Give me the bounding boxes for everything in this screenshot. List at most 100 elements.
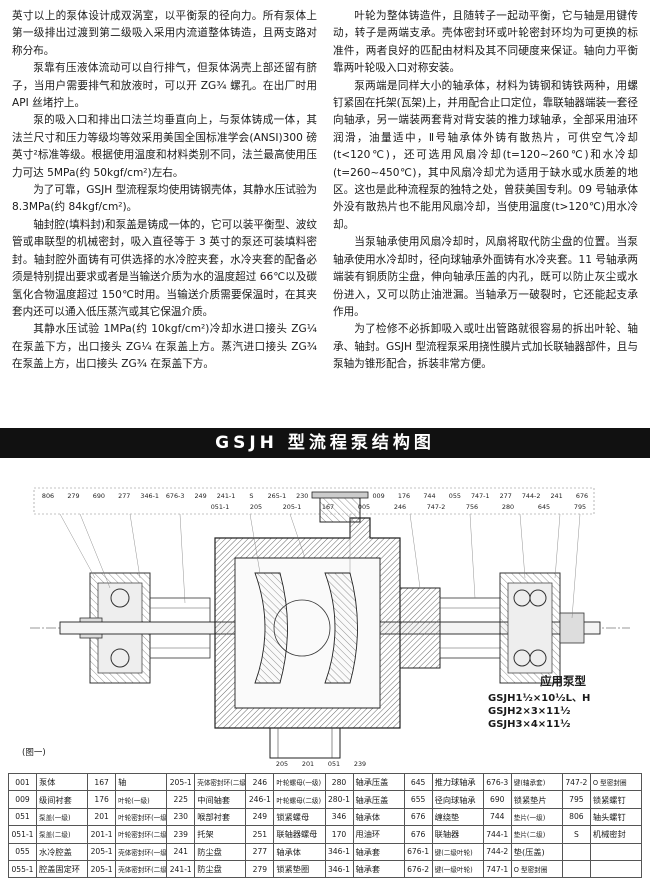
part-number: 205-1 [166, 772, 196, 792]
applicable-model: GSJH1¹⁄₂×10¹⁄₂L、H [488, 693, 591, 704]
part-name: 托架 [194, 825, 247, 844]
paragraph: 叶轮为整体铸造件，且随转子一起动平衡，它与轴是用键传动，转子是两端支承。壳体密封… [333, 10, 638, 75]
part-name: 壳体密封环(二级) [194, 772, 247, 792]
part-name: 叶轮密封环(一级) [115, 807, 168, 827]
paragraph: 轴封腔(填料封)和泵盖是铸成一体的，它可以装平衡型、波纹管或串联型的机械密封，吸… [12, 218, 317, 318]
part-name: 壳体密封环(一级) [115, 842, 168, 861]
part-number: 170 [324, 825, 354, 844]
part-number: 201-1 [87, 825, 117, 844]
part-callout: 241 [550, 492, 562, 500]
part-callout: 756 [466, 503, 478, 511]
part-number: 346-1 [324, 859, 354, 879]
body-text: 英寸以上的泵体设计成双涡室，以平衡泵的径向力。所有泵体上第一级排出过渡到第二级吸… [12, 8, 638, 418]
applicable-model: GSJH3×4×11¹⁄₂ [488, 719, 571, 730]
part-name: 机械密封 [589, 825, 643, 844]
part-number: 055-1 [8, 859, 37, 879]
part-number: 230 [166, 807, 196, 827]
part-number: 279 [245, 859, 275, 879]
part-number: 690 [482, 790, 512, 809]
part-number: 241 [166, 842, 196, 861]
part-name: 水冷腔盖 [35, 842, 89, 861]
part-callout: 055 [449, 492, 461, 500]
part-name: 缠绕垫 [431, 807, 484, 827]
part-callout: 009 [372, 492, 384, 500]
part-callout: 645 [538, 503, 550, 511]
part-name: 径向球轴承 [431, 790, 484, 809]
part-callout: 277 [500, 492, 512, 500]
part-number: 747-2 [561, 772, 591, 792]
part-callout: S [249, 492, 253, 500]
part-name: 甩油环 [352, 825, 405, 844]
part-name: 轴承体 [273, 842, 326, 861]
part-callout: 806 [42, 492, 54, 500]
part-number: S [561, 825, 591, 844]
part-name: 联轴器 [431, 825, 484, 844]
part-callout: 280 [502, 503, 514, 511]
part-name: O 型密封圈 [589, 772, 643, 792]
part-name: 泵体 [35, 772, 89, 792]
part-name: 轴承压盖 [352, 790, 405, 809]
part-name: 泵盖(一级) [35, 807, 89, 827]
part-number: 280 [324, 772, 354, 792]
part-number: 205-1 [87, 859, 117, 879]
part-callout: 795 [574, 503, 586, 511]
part-name: 叶轮螺母(二级) [273, 790, 326, 809]
part-callout: 676 [576, 492, 588, 500]
part-number: 676-1 [403, 842, 433, 861]
part-name: 防尘盘 [194, 842, 247, 861]
part-number: 744-1 [482, 825, 512, 844]
part-name: 推力球轴承 [431, 772, 484, 792]
figure-title: GSJH 型流程泵结构图 [0, 428, 650, 458]
part-callout: 239 [354, 760, 366, 768]
part-callout: 744 [423, 492, 435, 500]
part-number: 225 [166, 790, 196, 809]
part-number: 747-1 [482, 859, 512, 879]
part-name: 键(二级叶轮) [431, 842, 484, 861]
part-number: 167 [87, 772, 117, 792]
part-callout: 176 [398, 492, 410, 500]
part-callout: 230 [296, 492, 308, 500]
part-number: 744-2 [482, 842, 512, 861]
part-name: 锁紧垫圈 [273, 859, 326, 879]
part-name: 联轴器螺母 [273, 825, 326, 844]
part-callout: 690 [93, 492, 105, 500]
part-name: 垫(压盖) [510, 842, 563, 861]
part-name: O 型密封圈 [510, 859, 563, 879]
part-callout: 051-1 [211, 503, 230, 511]
part-name: 喉部衬套 [194, 807, 247, 827]
part-callout: 201 [302, 760, 314, 768]
part-name [589, 859, 643, 879]
part-name [589, 842, 643, 861]
part-callout: 747-1 [471, 492, 490, 500]
part-number: 676 [403, 807, 433, 827]
part-number: 051-1 [8, 825, 37, 844]
part-name: 泵盖(二级) [35, 825, 89, 844]
part-name: 轴承套 [352, 859, 405, 879]
part-name: 叶轮密封环(二级) [115, 825, 168, 844]
part-number: 277 [245, 842, 275, 861]
part-name: 键(轴承套) [510, 772, 563, 792]
part-name: 轴 [115, 772, 168, 792]
part-number: 249 [245, 807, 275, 827]
part-number: 055 [8, 842, 37, 861]
part-number: 051 [8, 807, 37, 827]
part-number: 795 [561, 790, 591, 809]
part-callout: 277 [118, 492, 130, 500]
paragraph: 英寸以上的泵体设计成双涡室，以平衡泵的径向力。所有泵体上第一级排出过渡到第二级吸… [12, 10, 317, 57]
part-number: 744 [482, 807, 512, 827]
part-name: 轴承压盖 [352, 772, 405, 792]
part-number: 176 [87, 790, 117, 809]
part-callout: 744-2 [522, 492, 541, 500]
part-number: 806 [561, 807, 591, 827]
part-number: 241-1 [166, 859, 196, 879]
part-number: 346-1 [324, 842, 354, 861]
part-name: 锁紧螺母 [273, 807, 326, 827]
part-name: 防尘盘 [194, 859, 247, 879]
part-name: 键(一级叶轮) [431, 859, 484, 879]
